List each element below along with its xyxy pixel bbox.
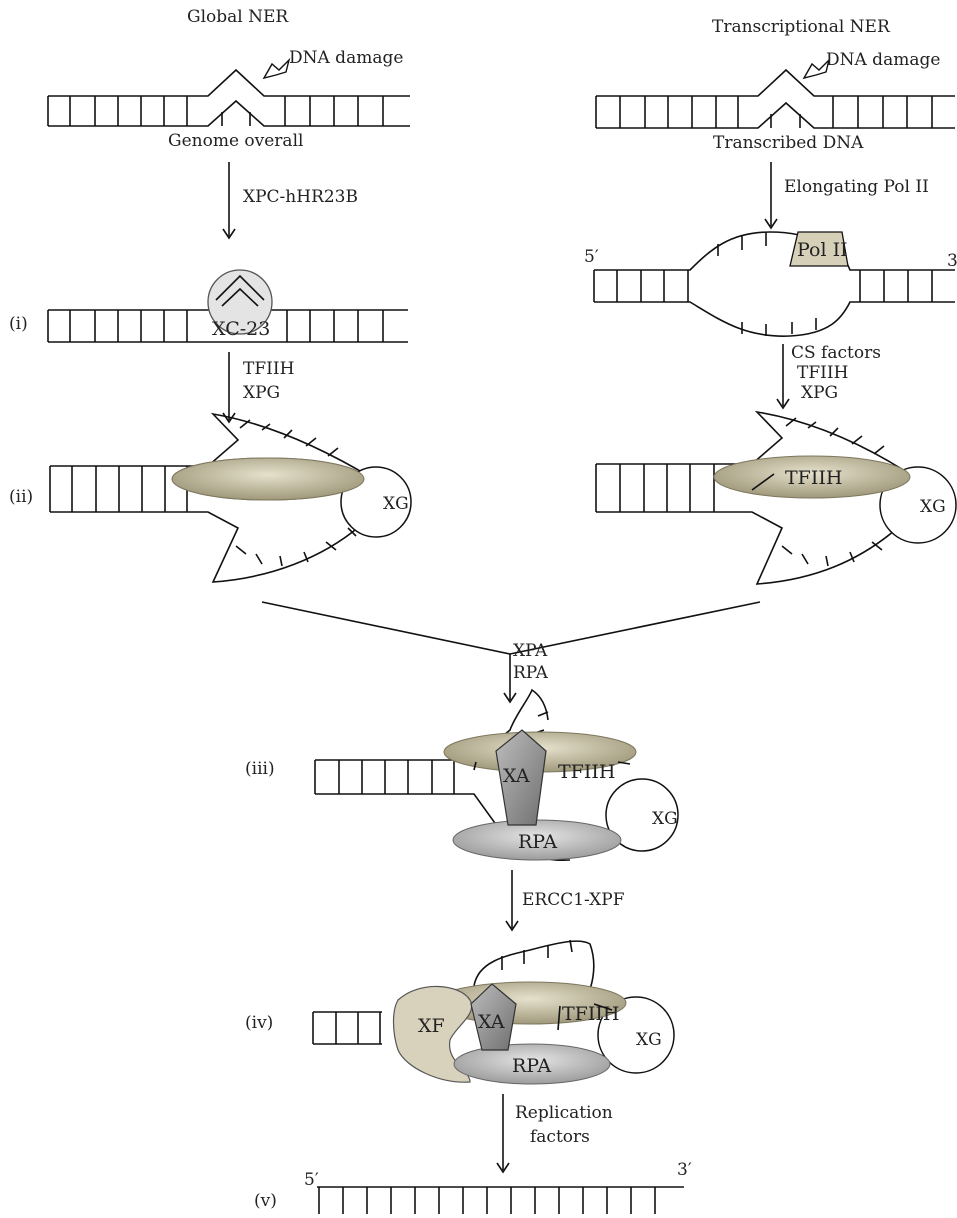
label-5prime-v: 5′: [304, 1170, 319, 1190]
label-tfiih-ii-right: TFIIH: [785, 467, 842, 489]
xc23-protein: [207, 269, 273, 335]
step-label-iv: (iv): [245, 1013, 273, 1033]
transcription-bubble: [593, 231, 955, 337]
label-tfiih-iii: TFIIH: [558, 761, 615, 783]
label-xa-iv: XA: [478, 1011, 505, 1033]
label-dna-damage-right: DNA damage: [826, 50, 940, 70]
step-label-v: (v): [254, 1191, 277, 1211]
label-rpa-iv: RPA: [512, 1055, 551, 1077]
step-label-i: (i): [9, 314, 28, 334]
dna-damaged-transcribed: [595, 68, 955, 129]
dna-repaired: [317, 1186, 684, 1214]
label-ercc1-xpf: ERCC1-XPF: [522, 890, 625, 910]
convergence-lines: [261, 601, 761, 704]
arrow-replication: [496, 1094, 510, 1174]
damage-pointer-icon: [262, 57, 291, 80]
label-transcribed-dna: Transcribed DNA: [713, 133, 864, 153]
label-tfiih-right: TFIIH: [797, 363, 848, 383]
label-xg-ii-right: XG: [920, 497, 946, 517]
pol2-enzyme: [789, 231, 849, 267]
header-transcriptional-ner: Transcriptional NER: [712, 17, 891, 37]
label-factors: factors: [530, 1127, 590, 1147]
step-label-iii: (iii): [245, 759, 275, 779]
label-3prime-right: 3′: [947, 251, 957, 271]
xpg-protein-iv: [597, 996, 675, 1074]
label-xpa: XPA: [513, 641, 548, 661]
label-dna-damage-left: DNA damage: [289, 48, 403, 68]
label-xa-iii: XA: [503, 765, 530, 787]
xpg-protein-iii: [605, 778, 679, 852]
rpa-protein-iv: [453, 1043, 611, 1085]
header-global-ner: Global NER: [187, 7, 289, 27]
label-xf-iv: XF: [418, 1015, 445, 1037]
label-rpa: RPA: [513, 663, 549, 683]
label-xg-ii-left: XG: [383, 494, 409, 514]
arrow-elongating: [764, 162, 778, 230]
arrow-cs-factors: [776, 344, 790, 410]
xpa-protein-iv: [470, 983, 517, 1051]
bubble-ii-right: [595, 410, 923, 585]
label-xc23: XC-23: [212, 318, 270, 340]
label-xpg-right: XPG: [801, 383, 838, 403]
label-3prime-v: 3′: [677, 1160, 692, 1180]
label-replication: Replication: [515, 1103, 613, 1123]
label-xpg-left: XPG: [243, 383, 280, 403]
complex-iv: [312, 939, 595, 1045]
dna-damaged-global: [47, 68, 410, 127]
label-cs-factors: CS factors: [791, 343, 881, 363]
arrow-xpc: [222, 162, 236, 240]
arrow-ercc1-xpf: [505, 870, 519, 932]
label-pol2: Pol II: [797, 239, 848, 261]
label-genome-overall: Genome overall: [168, 131, 303, 151]
xpa-protein-iii: [495, 729, 547, 826]
label-xpc-hhr23b: XPC-hHR23B: [243, 187, 358, 207]
label-elongating-pol2: Elongating Pol II: [784, 177, 929, 197]
label-tfiih-left: TFIIH: [243, 359, 294, 379]
label-5prime-right: 5′: [584, 247, 599, 267]
label-tfiih-iv: TFIIH: [562, 1003, 619, 1025]
step-label-ii: (ii): [9, 487, 33, 507]
tfiih-complex-right: [713, 455, 911, 499]
arrow-tfiih-left: [222, 352, 236, 424]
label-rpa-iii: RPA: [518, 831, 557, 853]
damage-pointer-icon-right: [802, 57, 831, 80]
label-xg-iii: XG: [652, 809, 678, 829]
label-xg-iv: XG: [636, 1030, 662, 1050]
bubble-ii-left: [49, 412, 379, 583]
